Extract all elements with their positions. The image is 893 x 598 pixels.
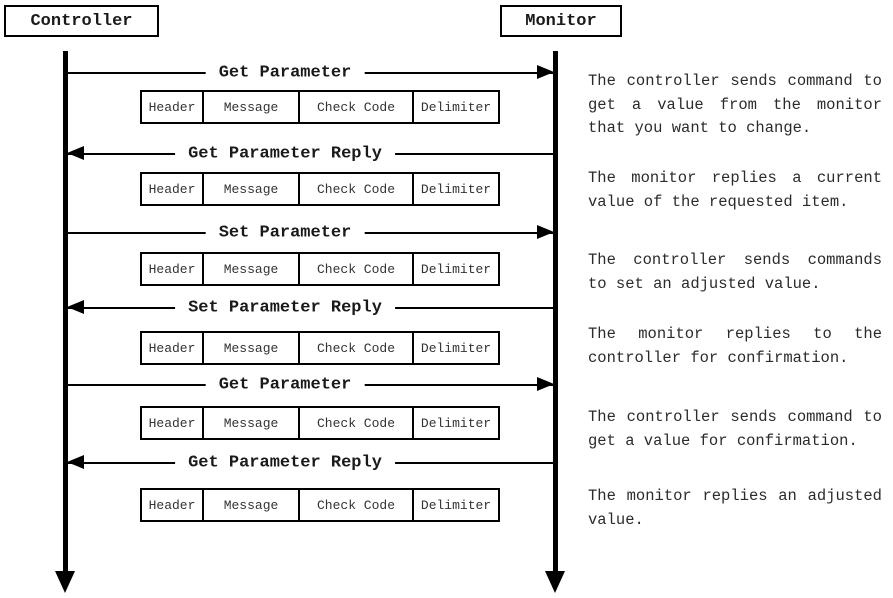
packet-field-check-code: Check Code [300,333,414,363]
packet-field-message: Message [204,333,300,363]
packet-field-message: Message [204,92,300,122]
step-description-3: The controller sends commands to set an … [588,251,882,293]
packet-field-check-code: Check Code [300,490,414,520]
step-description-2: The monitor replies a current value of t… [588,169,882,211]
step-description-1: The controller sends command to get a va… [588,72,882,137]
actor-box-controller: Controller [4,5,159,37]
packet-field-message: Message [204,254,300,284]
packet-structure-box: Header Message Check Code Delimiter [140,331,500,365]
packet-structure-box: Header Message Check Code Delimiter [140,172,500,206]
controller-lifeline-arrow-icon [55,571,75,593]
packet-field-header: Header [142,408,204,438]
packet-structure-box: Header Message Check Code Delimiter [140,90,500,124]
packet-structure-box: Header Message Check Code Delimiter [140,406,500,440]
packet-field-delimiter: Delimiter [420,415,492,431]
actor-box-monitor: Monitor [500,5,622,37]
packet-field-check-code: Check Code [300,174,414,204]
packet-field-check-code: Check Code [300,408,414,438]
message-arrow-get-parameter-reply-1: Get Parameter Reply [67,144,554,164]
monitor-lifeline-arrow-icon [545,571,565,593]
message-label: Get Parameter Reply [175,453,395,473]
message-label: Set Parameter [205,223,365,243]
packet-field-header: Header [142,92,204,122]
packet-field-header: Header [142,254,204,284]
controller-lifeline [63,51,68,573]
packet-field-delimiter: Delimiter [420,99,492,115]
packet-field-delimiter: Delimiter [420,497,492,513]
monitor-lifeline [553,51,558,573]
packet-field-header: Header [142,174,204,204]
packet-field-check-code: Check Code [300,92,414,122]
message-arrow-set-parameter: Set Parameter [67,223,554,243]
message-label: Set Parameter Reply [175,298,395,318]
message-label: Get Parameter [205,63,365,83]
packet-field-delimiter: Delimiter [420,340,492,356]
packet-field-header: Header [142,333,204,363]
packet-field-header: Header [142,490,204,520]
packet-structure-box: Header Message Check Code Delimiter [140,252,500,286]
packet-field-message: Message [204,174,300,204]
packet-structure-box: Header Message Check Code Delimiter [140,488,500,522]
message-label: Get Parameter [205,375,365,395]
packet-field-check-code: Check Code [300,254,414,284]
step-description-6: The monitor replies an adjusted value. [588,487,882,529]
packet-field-message: Message [204,408,300,438]
packet-field-message: Message [204,490,300,520]
message-arrow-get-parameter-2: Get Parameter [67,375,554,395]
message-arrow-get-parameter-reply-2: Get Parameter Reply [67,453,554,473]
message-arrow-set-parameter-reply: Set Parameter Reply [67,298,554,318]
step-description-4: The monitor replies to the controller fo… [588,325,882,367]
packet-field-delimiter: Delimiter [420,261,492,277]
step-description-5: The controller sends command to get a va… [588,408,882,450]
message-arrow-get-parameter-1: Get Parameter [67,63,554,83]
message-label: Get Parameter Reply [175,144,395,164]
packet-field-delimiter: Delimiter [420,181,492,197]
